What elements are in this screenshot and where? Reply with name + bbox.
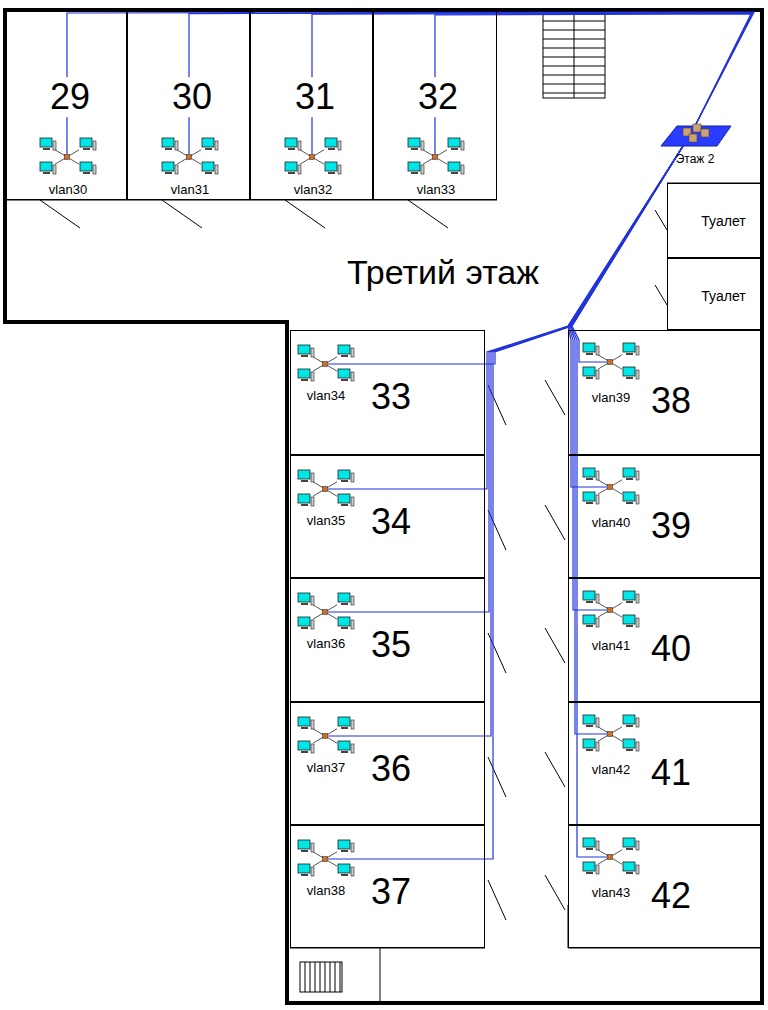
room-number: 41 <box>649 753 693 793</box>
vlan-label: vlan33 <box>417 183 455 197</box>
office-room: 32 vlan33 <box>373 10 497 200</box>
network-cable <box>435 14 751 154</box>
workstation-group <box>583 468 639 504</box>
vlan-label: vlan41 <box>592 639 630 653</box>
room-label: Туалет <box>701 214 745 229</box>
switch-node: Этаж 2 <box>655 120 735 170</box>
vlan-label: vlan39 <box>592 391 630 405</box>
room-number: 38 <box>649 381 693 421</box>
workstation-group <box>298 470 354 506</box>
vlan-label: vlan43 <box>592 886 630 900</box>
workstation-group <box>298 345 354 381</box>
workstation-group <box>298 593 354 629</box>
workstation-group <box>583 343 639 379</box>
vlan-label: vlan38 <box>307 884 345 898</box>
floor-title: Третий этаж <box>347 253 539 292</box>
switch-label: Этаж 2 <box>676 153 715 166</box>
office-room: 38 vlan39 <box>568 330 762 455</box>
office-room: 33 vlan34 <box>290 330 485 455</box>
workstation-group <box>298 717 354 753</box>
office-room: 39 vlan40 <box>568 455 762 578</box>
network-cable <box>328 146 683 736</box>
vlan-label: vlan30 <box>49 183 87 197</box>
network-cable <box>328 146 683 859</box>
office-room: 31 vlan32 <box>250 10 373 200</box>
room-number: 40 <box>649 629 693 669</box>
vlan-label: vlan34 <box>307 389 345 403</box>
office-room: 29 vlan30 <box>5 10 127 200</box>
vlan-label: vlan31 <box>171 183 209 197</box>
room-number: 39 <box>649 506 693 546</box>
vlan-label: vlan36 <box>307 637 345 651</box>
switch-symbol <box>655 120 735 150</box>
network-cable <box>328 146 683 364</box>
workstation-group <box>583 591 639 627</box>
network-cable <box>67 12 754 154</box>
workstation-group <box>408 138 464 174</box>
room-number: 32 <box>416 77 460 117</box>
office-room: 34 vlan35 <box>290 455 485 578</box>
room-number: 30 <box>170 77 214 117</box>
network-cable <box>189 13 753 154</box>
vlan-label: vlan37 <box>307 761 345 775</box>
room-number: 34 <box>369 502 413 542</box>
office-room: 30 vlan31 <box>127 10 250 200</box>
room-number: 31 <box>293 77 337 117</box>
workstation-group <box>162 138 218 174</box>
workstation-group <box>285 138 341 174</box>
room-number: 29 <box>48 77 92 117</box>
network-cable <box>568 146 683 487</box>
vlan-label: vlan40 <box>592 516 630 530</box>
toilet-room: Туалет <box>667 258 762 330</box>
office-room: 36 vlan37 <box>290 702 485 825</box>
room-number: 37 <box>369 872 413 912</box>
office-room: 42 vlan43 <box>568 825 762 948</box>
room-number: 33 <box>369 377 413 417</box>
workstation-group <box>583 838 639 874</box>
room-number: 36 <box>369 749 413 789</box>
network-cable <box>328 146 683 489</box>
office-room: 41 vlan42 <box>568 702 762 825</box>
network-cable <box>328 146 683 612</box>
vlan-label: vlan42 <box>592 763 630 777</box>
room-number: 42 <box>649 876 693 916</box>
network-cable <box>312 13 752 154</box>
room-number: 35 <box>369 625 413 665</box>
room-label: Туалет <box>701 289 745 304</box>
office-room: 40 vlan41 <box>568 578 762 702</box>
workstation-group <box>583 715 639 751</box>
vlan-label: vlan35 <box>307 514 345 528</box>
toilet-room: Туалет <box>667 183 762 258</box>
office-room: 35 vlan36 <box>290 578 485 702</box>
office-room: 37 vlan38 <box>290 825 485 948</box>
vlan-label: vlan32 <box>294 183 332 197</box>
workstation-group <box>298 840 354 876</box>
workstation-group <box>40 138 96 174</box>
